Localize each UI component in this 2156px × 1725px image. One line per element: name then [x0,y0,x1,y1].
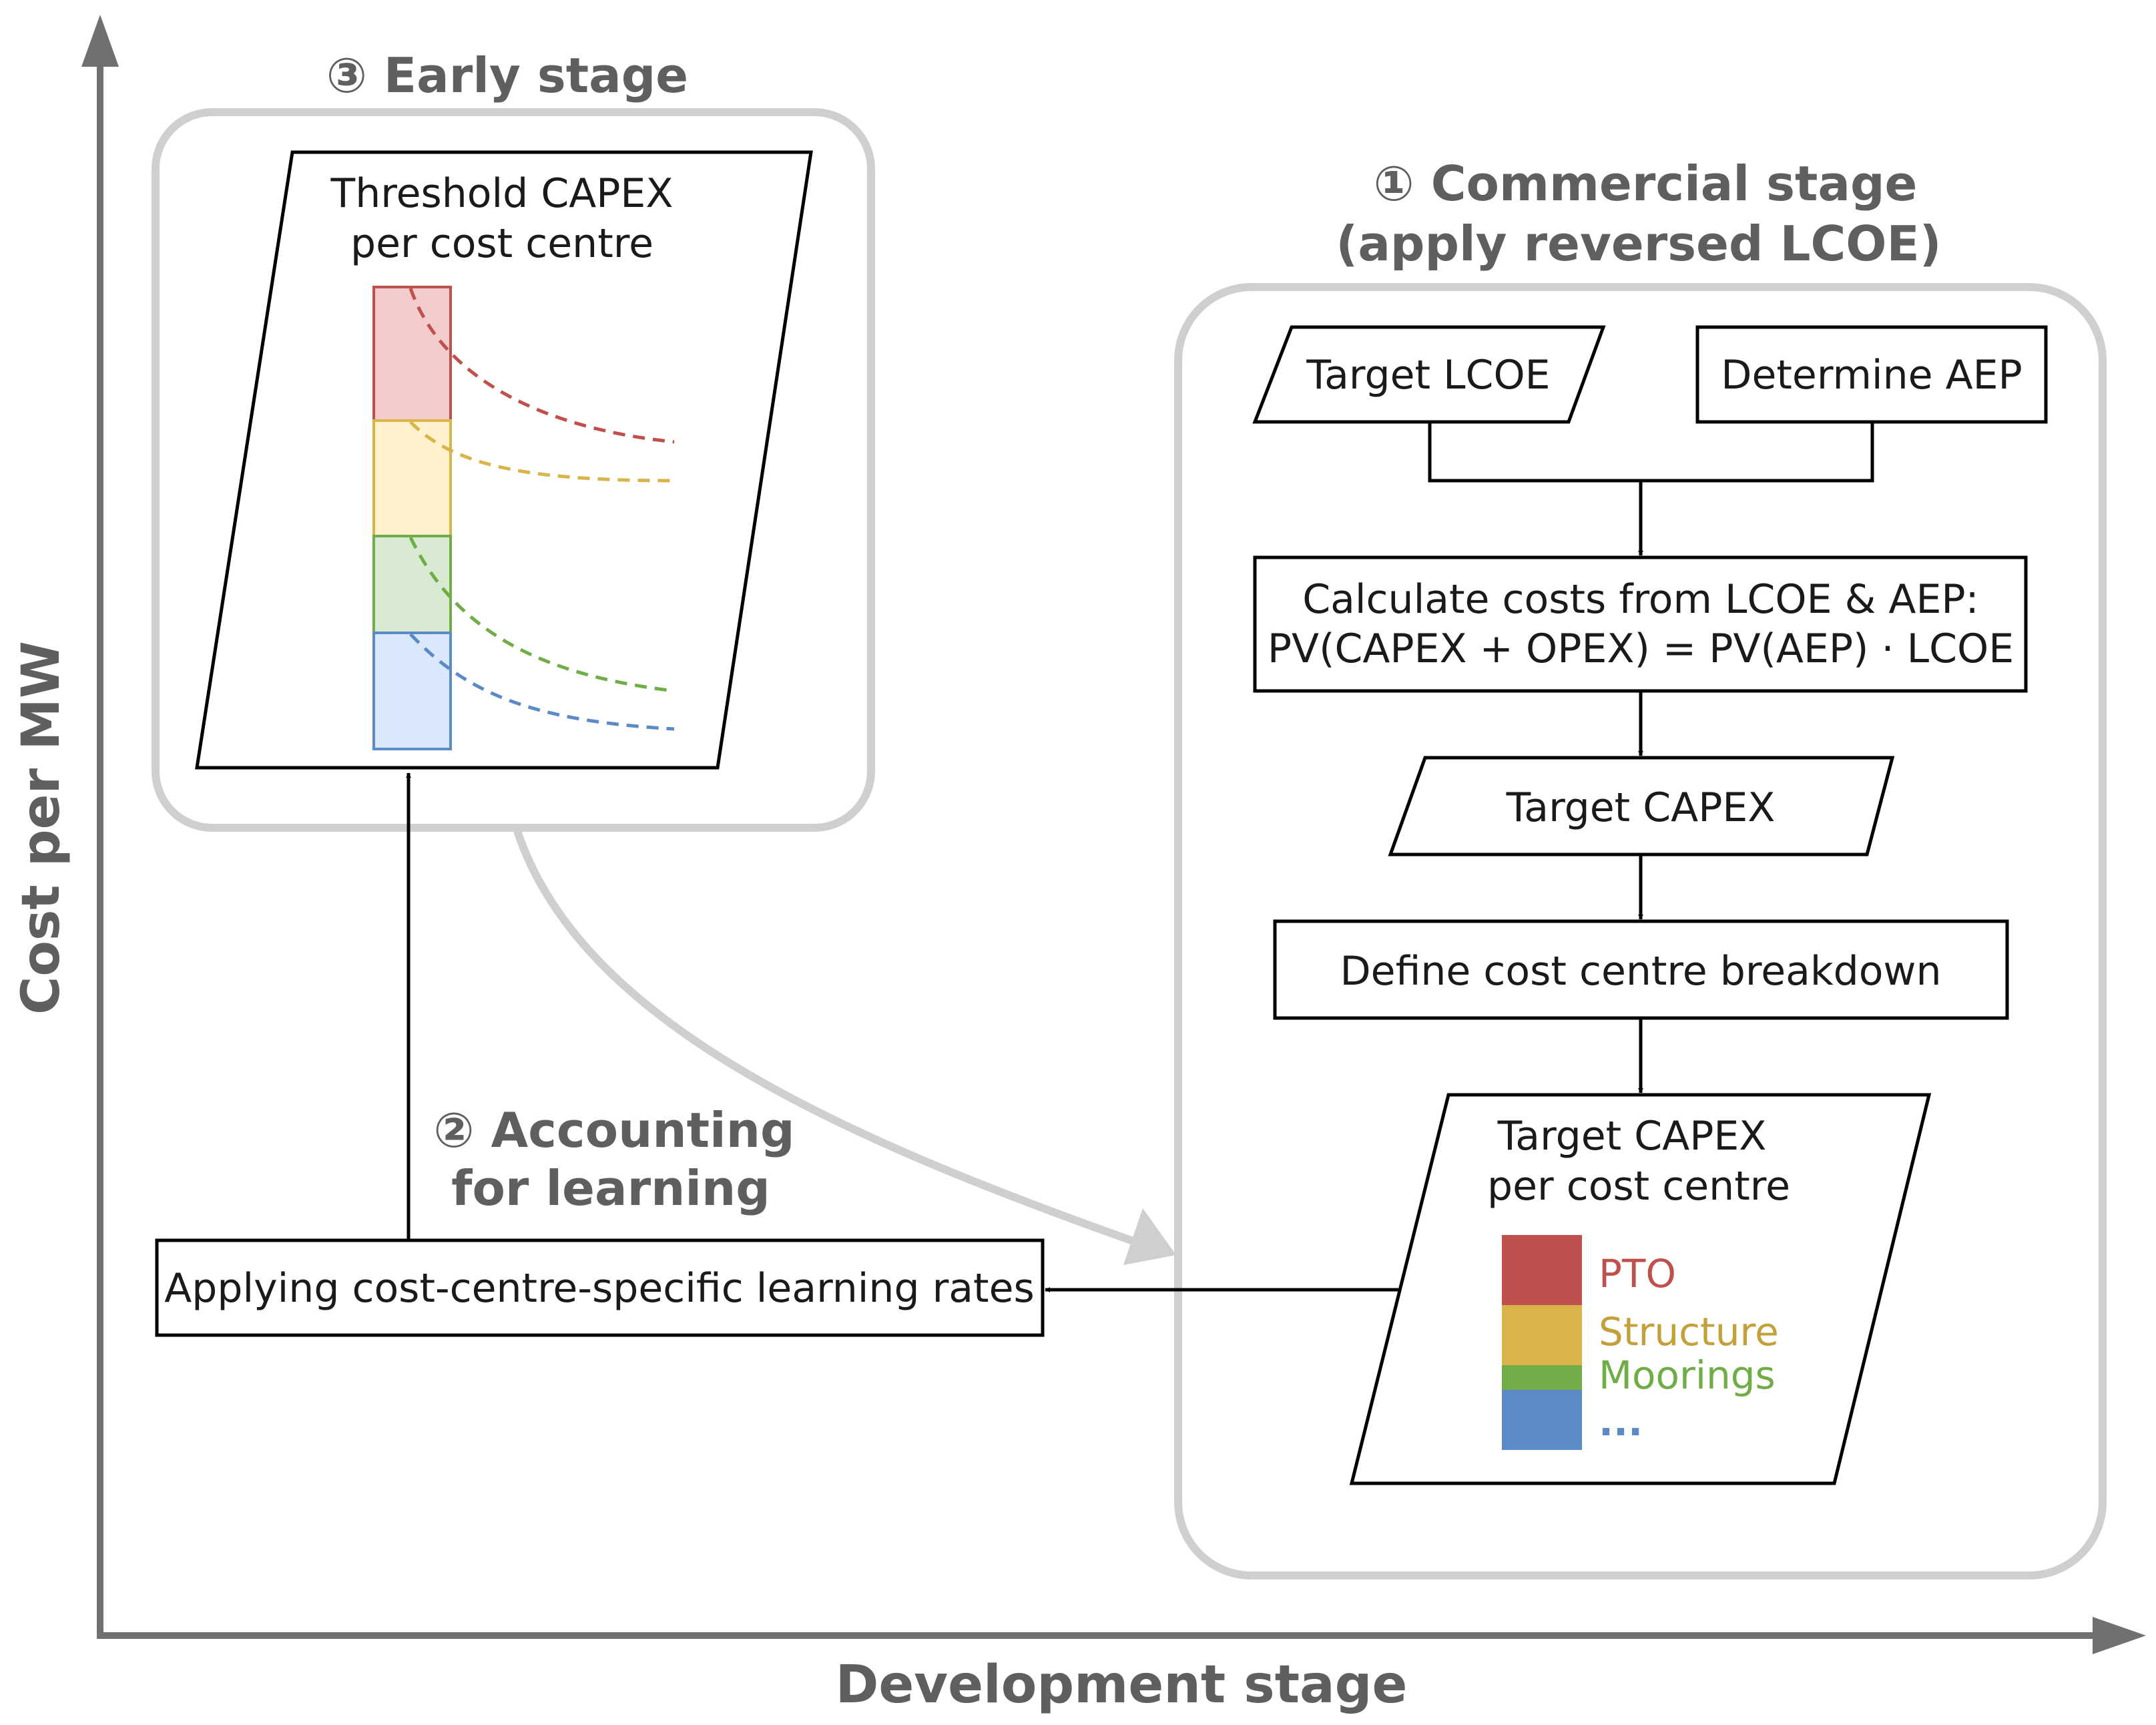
threshold-capex-line2: per cost centre [350,220,653,267]
grey-flow-arrow [513,830,1176,1265]
target-moorings-segment [1502,1365,1582,1390]
accounting-group: ② Accounting for learning Applying cost-… [155,772,1398,1337]
legend-pto: PTO [1599,1251,1676,1296]
target-lcoe-label: Target LCOE [1306,352,1550,399]
pto-learning-curve [409,288,675,444]
target-pto-segment [1502,1235,1582,1305]
target-per-cc-line1: Target CAPEX [1497,1113,1767,1160]
commercial-stage-frame [1174,283,2107,1579]
other-learning-curve [409,633,675,731]
target-capex-per-cc-box [1349,1093,1932,1485]
threshold-moorings-segment [372,535,452,634]
x-axis-label: Development stage [836,1655,1408,1715]
moorings-learning-curve [409,536,675,693]
threshold-other-segment [372,632,452,750]
calc-costs-line2: PV(CAPEX + OPEX) = PV(AEP) · LCOE [1268,626,2014,672]
threshold-capex-box [195,150,813,770]
target-structure-segment [1502,1305,1582,1365]
early-stage-title: ③ Early stage [326,47,688,103]
accounting-title-line1: ② Accounting [434,1102,795,1158]
grey-flow-arrowhead-icon [1123,1208,1176,1265]
target-other-segment [1502,1390,1582,1450]
threshold-pto-segment [372,286,452,422]
legend-moorings: Moorings [1599,1352,1776,1398]
structure-learning-curve [409,421,675,483]
define-breakdown-box [1273,919,2009,1020]
threshold-structure-segment [372,419,452,537]
legend-structure: Structure [1599,1309,1779,1354]
merge-connector [1428,422,1874,483]
target-capex-box [1388,756,1895,856]
legend-other: ... [1599,1399,1643,1445]
commercial-stage-title-line1: ① Commercial stage [1374,156,1918,212]
grey-flow-curve [513,830,1137,1246]
y-axis-arrow-icon [81,15,119,67]
commercial-stage-group: ① Commercial stage (apply reversed LCOE)… [1174,156,2107,1579]
y-axis-label: Cost per MW [11,641,71,1015]
learning-rates-box [155,1238,1045,1337]
determine-aep-box [1695,325,2048,424]
target-capex-label: Target CAPEX [1506,784,1776,831]
early-stage-frame [152,108,875,832]
calc-costs-line1: Calculate costs from LCOE & AEP: [1302,576,1979,623]
x-axis-arrow-icon [2093,1617,2146,1654]
target-per-cc-line2: per cost centre [1487,1163,1790,1210]
early-stage-group: ③ Early stage Threshold CAPEX per cost c… [152,47,875,832]
learning-rates-label: Applying cost-centre-specific learning r… [164,1265,1035,1312]
axes: Development stage Cost per MW [11,15,2146,1715]
accounting-title-line2: for learning [451,1160,770,1216]
determine-aep-label: Determine AEP [1721,352,2022,399]
threshold-capex-line1: Threshold CAPEX [330,170,673,217]
commercial-stage-title-line2: (apply reversed LCOE) [1336,216,1941,272]
define-breakdown-label: Define cost centre breakdown [1340,948,1941,995]
target-lcoe-box [1252,325,1606,424]
